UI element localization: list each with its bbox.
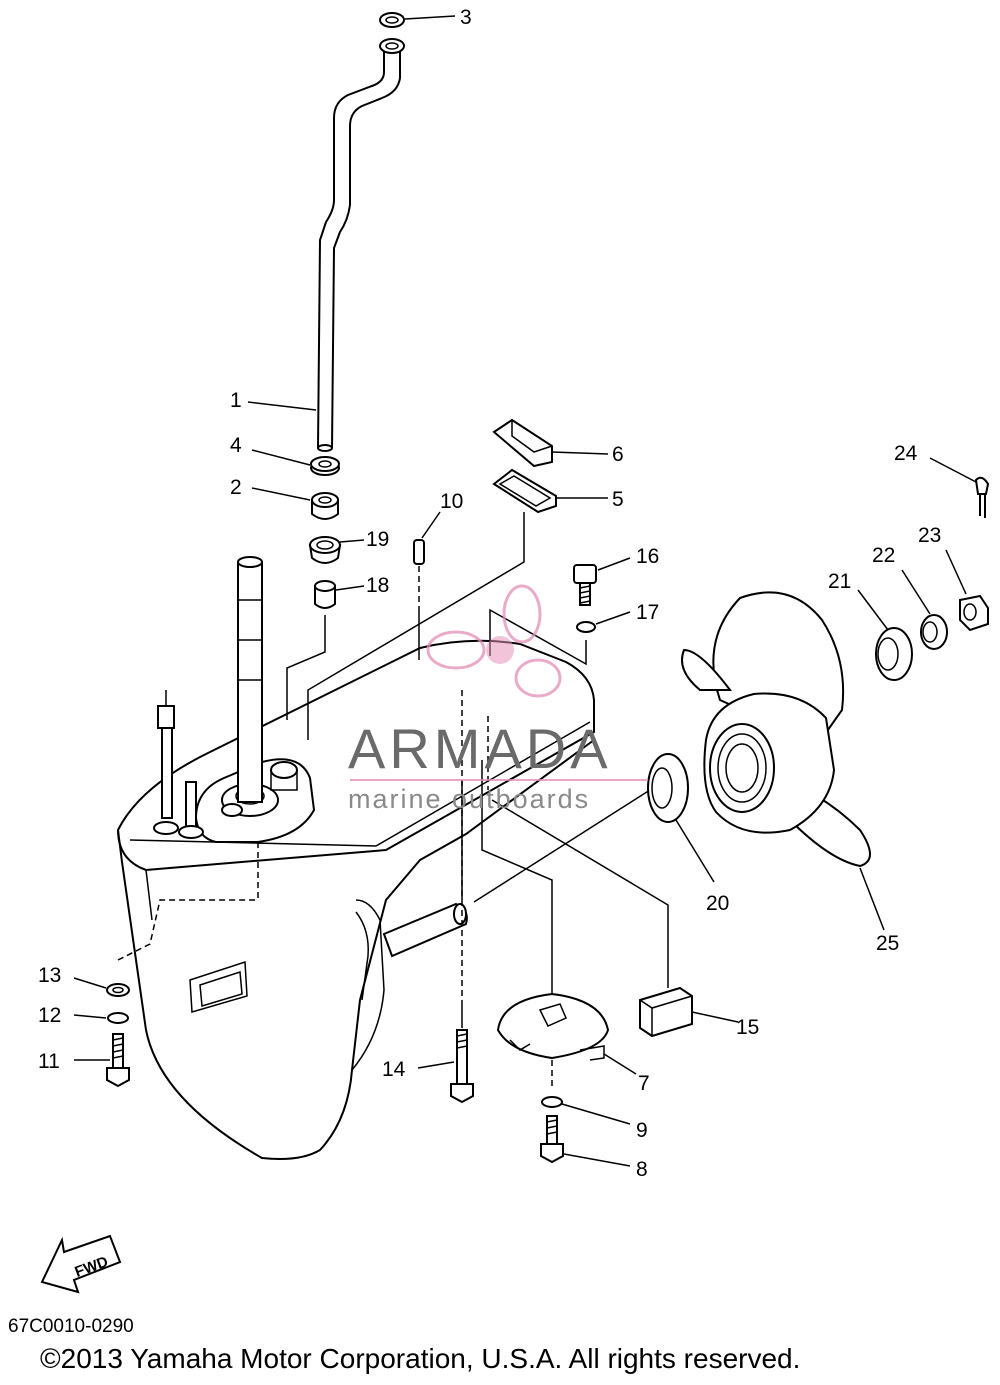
callout-19: 19 bbox=[366, 528, 389, 551]
callout-22: 22 bbox=[872, 544, 895, 567]
part-anode-15 bbox=[639, 986, 739, 1038]
part-spacer-22 bbox=[901, 569, 948, 650]
part-grommet-2 bbox=[251, 487, 339, 520]
callout-24: 24 bbox=[894, 442, 918, 465]
callout-9: 9 bbox=[636, 1119, 648, 1142]
callout-15: 15 bbox=[736, 1016, 759, 1039]
fwd-arrow-icon: FWD bbox=[40, 1234, 122, 1294]
part-grommet-19 bbox=[308, 536, 365, 564]
callout-2: 2 bbox=[230, 476, 242, 499]
part-trim-tab-7 bbox=[496, 992, 637, 1075]
part-water-tube-1 bbox=[247, 38, 405, 452]
part-washer-13 bbox=[73, 977, 130, 997]
part-bolt-11 bbox=[74, 1033, 130, 1088]
part-nut-23 bbox=[945, 549, 989, 632]
part-pad-5 bbox=[307, 468, 608, 740]
callout-21: 21 bbox=[828, 570, 851, 593]
part-seal-4 bbox=[251, 449, 340, 476]
callout-5: 5 bbox=[612, 488, 624, 511]
part-washer-3 bbox=[379, 12, 456, 28]
part-collar-18 bbox=[286, 580, 365, 720]
callout-7: 7 bbox=[638, 1072, 650, 1095]
lower-unit-housing bbox=[116, 556, 595, 1160]
callout-6: 6 bbox=[612, 443, 624, 466]
part-washer-12 bbox=[73, 1012, 129, 1024]
callout-14: 14 bbox=[382, 1058, 406, 1081]
armada-watermark: ARMADA marine outboards bbox=[348, 584, 648, 814]
part-washer-17 bbox=[489, 608, 631, 666]
callout-8: 8 bbox=[636, 1158, 648, 1181]
callout-numbers: 1 2 3 4 5 6 7 8 9 10 11 12 13 14 15 16 1… bbox=[38, 6, 941, 1181]
copyright-notice: ©2013 Yamaha Motor Corporation, U.S.A. A… bbox=[40, 1343, 801, 1374]
callout-18: 18 bbox=[366, 574, 389, 597]
callout-3: 3 bbox=[460, 6, 472, 29]
part-spacer-20 bbox=[647, 753, 715, 883]
callout-4: 4 bbox=[230, 434, 242, 457]
part-bolt-16 bbox=[573, 557, 631, 606]
part-cotter-pin-24 bbox=[929, 457, 990, 518]
callout-12: 12 bbox=[38, 1004, 61, 1027]
watermark-brand: ARMADA bbox=[348, 717, 612, 780]
part-pad-6 bbox=[492, 418, 609, 468]
part-washer-9 bbox=[541, 1096, 631, 1125]
callout-25: 25 bbox=[876, 932, 899, 955]
callout-11: 11 bbox=[38, 1050, 60, 1073]
callout-17: 17 bbox=[636, 601, 659, 624]
part-bolt-8 bbox=[540, 1115, 631, 1167]
propeller-logo bbox=[426, 584, 562, 698]
callout-10: 10 bbox=[440, 490, 463, 513]
part-bolt-14 bbox=[417, 1029, 474, 1104]
callout-13: 13 bbox=[38, 964, 61, 987]
callout-16: 16 bbox=[636, 545, 659, 568]
part-propeller-25 bbox=[681, 591, 885, 931]
part-dowel-pin-10 bbox=[413, 511, 441, 660]
part-washer-21 bbox=[857, 589, 913, 681]
callout-20: 20 bbox=[706, 892, 729, 915]
callout-23: 23 bbox=[918, 524, 941, 547]
watermark-tagline: marine outboards bbox=[348, 784, 590, 814]
drawing-code: 67C0010-0290 bbox=[8, 1316, 134, 1337]
callout-1: 1 bbox=[230, 389, 242, 412]
